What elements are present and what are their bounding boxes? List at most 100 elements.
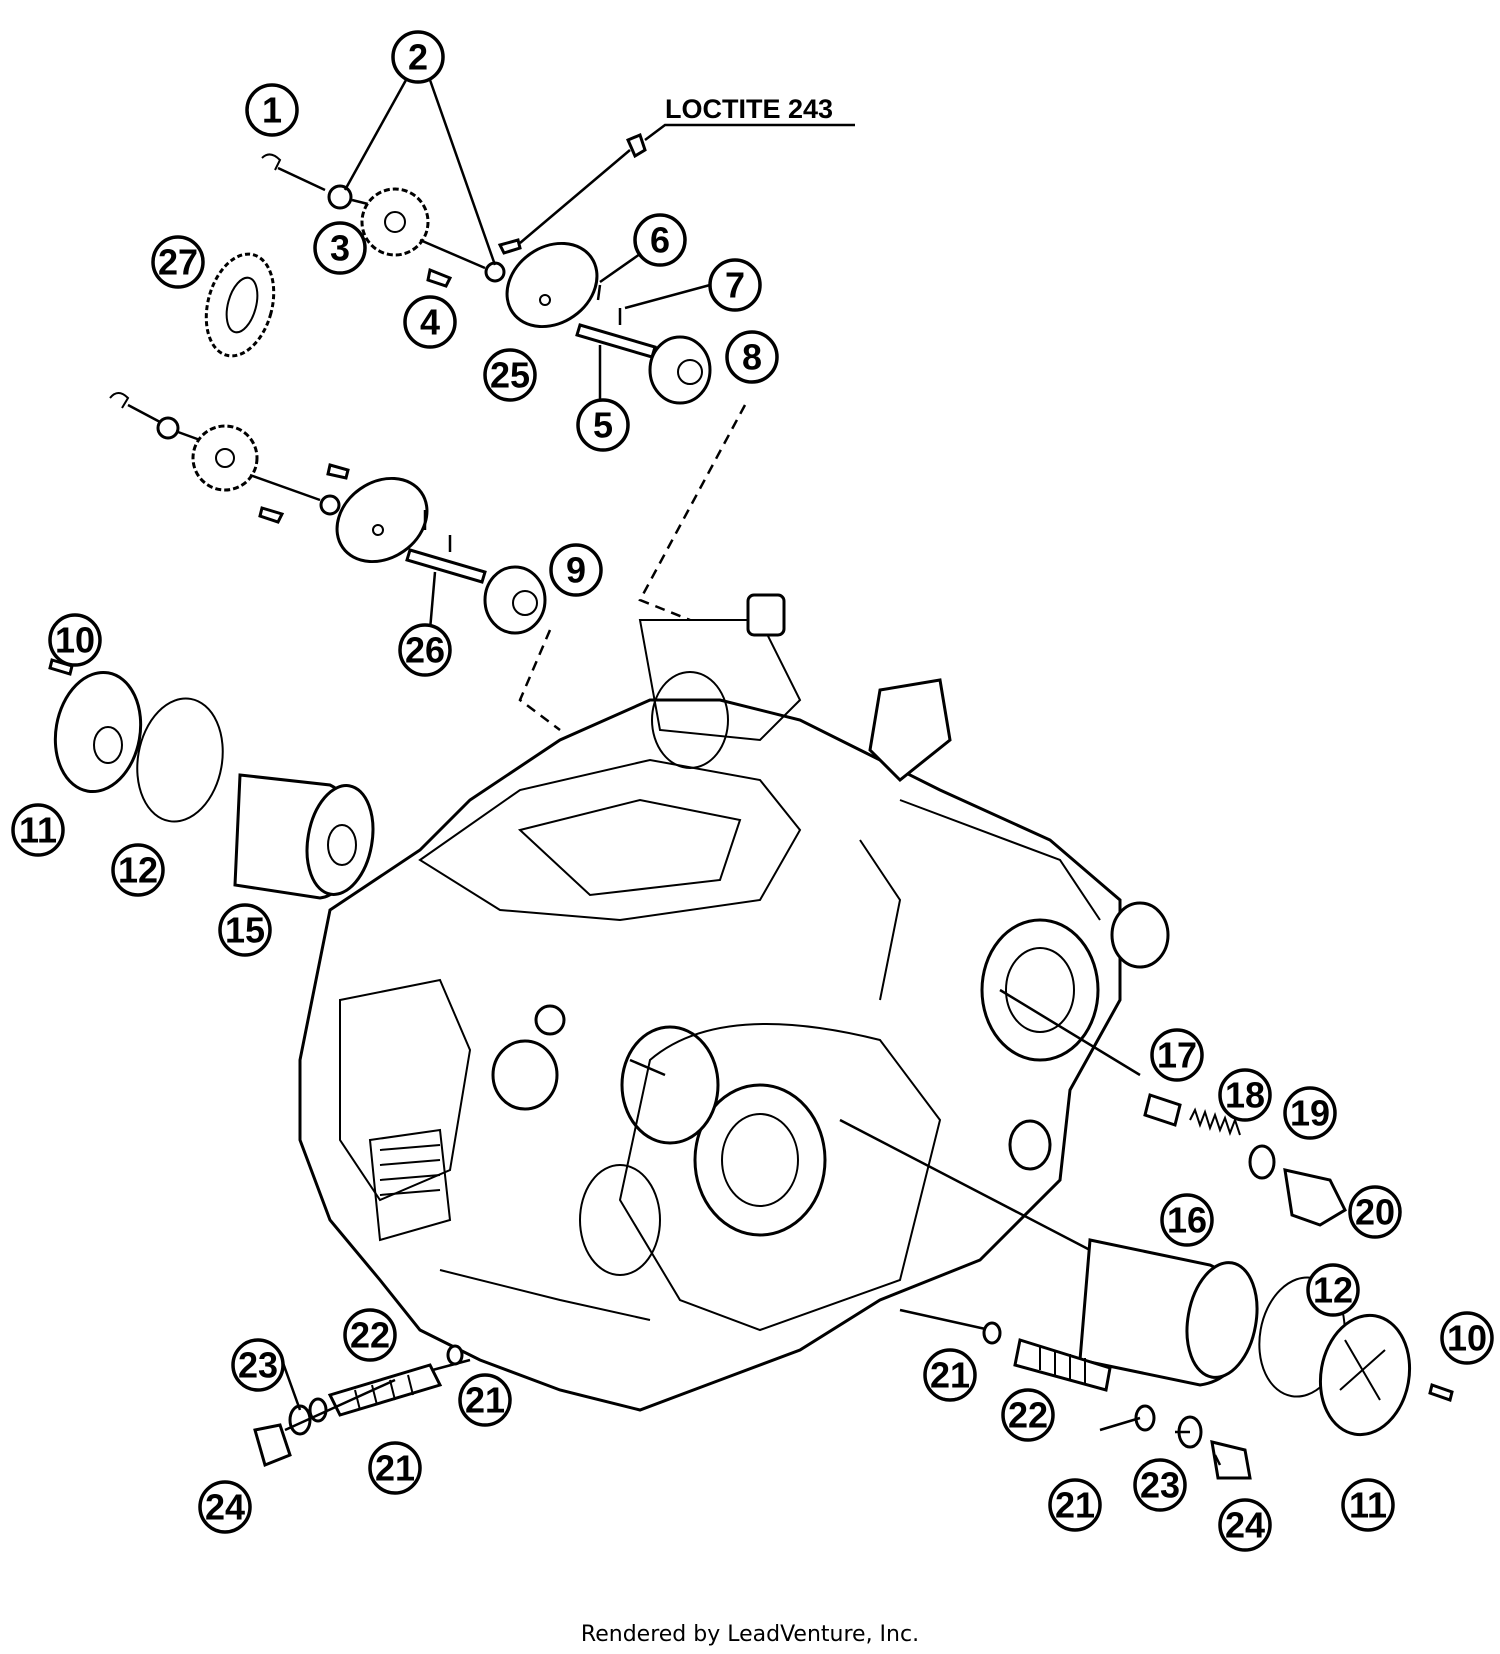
callout-24-left: 24	[198, 1480, 252, 1534]
callout-3: 3	[313, 221, 367, 275]
callout-21-right-b: 21	[1048, 1478, 1102, 1532]
callout-7: 7	[708, 258, 762, 312]
leader-17	[999, 988, 1141, 1077]
dashed-line-8	[638, 404, 747, 622]
callout-22-left: 22	[343, 1308, 397, 1362]
circlip-1	[261, 153, 282, 171]
shaft-5	[575, 323, 657, 359]
rotor-8	[648, 335, 712, 405]
lower-oil-pump-assembly	[109, 392, 547, 635]
svg-text:6: 6	[650, 220, 670, 261]
left-oil-filter-group	[48, 658, 375, 900]
leader-7	[624, 283, 711, 310]
pump-cover-25	[505, 241, 599, 329]
svg-text:16: 16	[1167, 1200, 1207, 1241]
svg-text:5: 5	[593, 405, 613, 446]
svg-text:12: 12	[118, 850, 158, 891]
left-bypass-valve-group	[253, 1344, 464, 1468]
o-ring-19	[1248, 1144, 1276, 1180]
callout-10-right: 10	[1440, 1311, 1494, 1365]
leader-16	[839, 1118, 1091, 1252]
leader-2a	[343, 79, 408, 191]
svg-text:9: 9	[566, 550, 586, 591]
callout-1: 1	[245, 83, 299, 137]
washer-2b	[484, 261, 506, 283]
callout-23-left: 23	[231, 1338, 285, 1392]
callout-19: 19	[1283, 1086, 1337, 1140]
washer-2	[327, 184, 353, 210]
svg-text:18: 18	[1225, 1075, 1265, 1116]
svg-text:11: 11	[19, 810, 57, 851]
svg-text:1: 1	[262, 90, 282, 131]
svg-text:4: 4	[420, 302, 440, 343]
footer-credit: Rendered by LeadVenture, Inc.	[580, 1622, 920, 1647]
svg-text:7: 7	[725, 265, 745, 306]
callout-18: 18	[1218, 1068, 1272, 1122]
callout-20: 20	[1348, 1185, 1402, 1239]
leader-15	[629, 1058, 666, 1077]
dashed-line-9	[518, 629, 561, 731]
svg-text:10: 10	[55, 620, 95, 661]
svg-text:24: 24	[1225, 1505, 1265, 1546]
callout-21-right-a: 21	[923, 1348, 977, 1402]
callout-21-left-a: 21	[458, 1373, 512, 1427]
svg-text:23: 23	[1140, 1465, 1180, 1506]
leader-21-right	[899, 1308, 991, 1332]
valve-22-left	[327, 1363, 443, 1417]
svg-text:10: 10	[1447, 1318, 1487, 1359]
crankcase	[298, 593, 1170, 1412]
loctite-note: LOCTITE 243	[665, 94, 833, 124]
svg-text:22: 22	[350, 1315, 390, 1356]
svg-text:11: 11	[1349, 1485, 1387, 1526]
shaft-26	[405, 548, 487, 584]
callout-12-right: 12	[1306, 1263, 1360, 1317]
svg-text:2: 2	[408, 37, 428, 78]
callout-4: 4	[403, 295, 457, 349]
callout-5: 5	[576, 398, 630, 452]
callout-27: 27	[151, 235, 205, 289]
plug-24-right	[1210, 1440, 1252, 1480]
callout-2: 2	[391, 30, 445, 84]
screw-4	[426, 267, 453, 288]
svg-text:23: 23	[238, 1345, 278, 1386]
svg-text:19: 19	[1290, 1093, 1330, 1134]
valve-22-right	[1013, 1338, 1112, 1392]
plug-20	[1283, 1168, 1347, 1227]
piston-17	[1143, 1093, 1182, 1127]
svg-text:21: 21	[930, 1355, 970, 1396]
callout-11-right: 11	[1341, 1478, 1395, 1532]
callout-17: 17	[1150, 1028, 1204, 1082]
upper-oil-pump-assembly	[204, 123, 855, 405]
gear-3	[360, 187, 430, 257]
svg-text:24: 24	[205, 1487, 245, 1528]
gear-27	[204, 252, 276, 358]
svg-text:15: 15	[225, 910, 265, 951]
circlip-lower	[109, 392, 130, 409]
leader-23-left	[280, 1359, 302, 1411]
svg-text:27: 27	[158, 242, 198, 283]
svg-text:21: 21	[465, 1380, 505, 1421]
callout-8: 8	[725, 330, 779, 384]
screw-top	[497, 238, 522, 255]
callout-9: 9	[549, 543, 603, 597]
rotor-9	[483, 565, 547, 635]
svg-text:21: 21	[1055, 1485, 1095, 1526]
leader-2b	[428, 79, 497, 266]
callout-10-left: 10	[48, 613, 102, 667]
callout-16: 16	[1160, 1193, 1214, 1247]
callout-21-left-b: 21	[368, 1441, 422, 1495]
svg-text:22: 22	[1008, 1395, 1048, 1436]
loctite-screw	[626, 132, 647, 159]
callout-11-left: 11	[11, 803, 65, 857]
plug-24-left	[253, 1423, 292, 1468]
svg-text:20: 20	[1355, 1192, 1395, 1233]
svg-text:21: 21	[375, 1448, 415, 1489]
right-oil-filter-group	[982, 1093, 1454, 1480]
callout-12-left: 12	[111, 843, 165, 897]
callout-6: 6	[633, 213, 687, 267]
callout-23-right: 23	[1133, 1458, 1187, 1512]
callout-24-right: 24	[1218, 1498, 1272, 1552]
callout-25: 25	[483, 348, 537, 402]
pump-cover-lower	[335, 476, 429, 564]
